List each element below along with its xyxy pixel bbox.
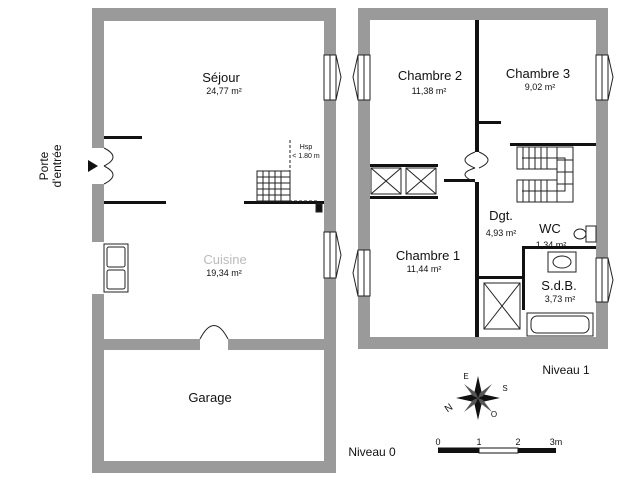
compass-e: E xyxy=(463,372,469,381)
level0-openings xyxy=(92,55,336,350)
level0-interior-walls xyxy=(104,136,324,204)
hsp-line1: Hsp xyxy=(299,144,313,151)
washbasin xyxy=(547,251,577,273)
wc-toilet xyxy=(573,225,597,243)
compass-o: O xyxy=(490,410,498,419)
room-chambre2-area: 11,38 m² xyxy=(411,86,447,96)
room-chambre2-name: Chambre 2 xyxy=(397,68,463,83)
kitchen-sink xyxy=(103,243,129,293)
scale-tick-3: 3m xyxy=(549,437,563,447)
room-dgt-name: Dgt. xyxy=(489,208,513,223)
room-sejour-name: Séjour xyxy=(202,70,240,85)
closets xyxy=(370,167,521,330)
entrance-label-line2: d'entrée xyxy=(50,144,64,188)
room-chambre1-area: 11,44 m² xyxy=(406,264,442,274)
room-wc-area: 1,34 m² xyxy=(535,240,567,250)
level1-interior-walls xyxy=(370,20,596,337)
level0-label: Niveau 0 xyxy=(348,445,396,459)
room-garage-name: Garage xyxy=(188,390,232,405)
entrance-door xyxy=(103,147,114,185)
room-cuisine-area: 19,34 m² xyxy=(206,268,242,278)
room-cuisine-name: Cuisine xyxy=(203,252,247,267)
room-chambre3-name: Chambre 3 xyxy=(505,66,571,81)
room-chambre3-area: 9,02 m² xyxy=(524,82,556,92)
bathtub xyxy=(526,312,594,337)
stairs-level1 xyxy=(516,146,574,203)
room-sdb-area: 3,73 m² xyxy=(544,294,576,304)
scale-tick-0: 0 xyxy=(435,437,441,447)
room-dgt-area: 4,93 m² xyxy=(485,228,517,238)
level1-label: Niveau 1 xyxy=(542,363,590,377)
stairs-level0 xyxy=(256,140,323,213)
level1-windows xyxy=(352,54,614,303)
entrance-label: Porte d'entrée xyxy=(37,136,64,196)
scale-tick-2: 2 xyxy=(515,437,521,447)
hsp-line2: < 1.80 m xyxy=(292,153,320,160)
compass-s: S xyxy=(502,384,508,393)
room-chambre1-name: Chambre 1 xyxy=(395,248,461,263)
scale-tick-1: 1 xyxy=(476,437,482,447)
room-sejour-area: 24,77 m² xyxy=(206,86,242,96)
scale-bar xyxy=(438,447,556,454)
level0-windows xyxy=(323,54,342,279)
room-sdb-name: S.d.B. xyxy=(541,278,577,293)
room-wc-name: WC xyxy=(539,221,561,236)
compass-rose xyxy=(456,376,500,420)
garage-door xyxy=(199,325,229,340)
entrance-arrow-icon xyxy=(88,160,98,172)
level1-doors xyxy=(464,151,489,183)
